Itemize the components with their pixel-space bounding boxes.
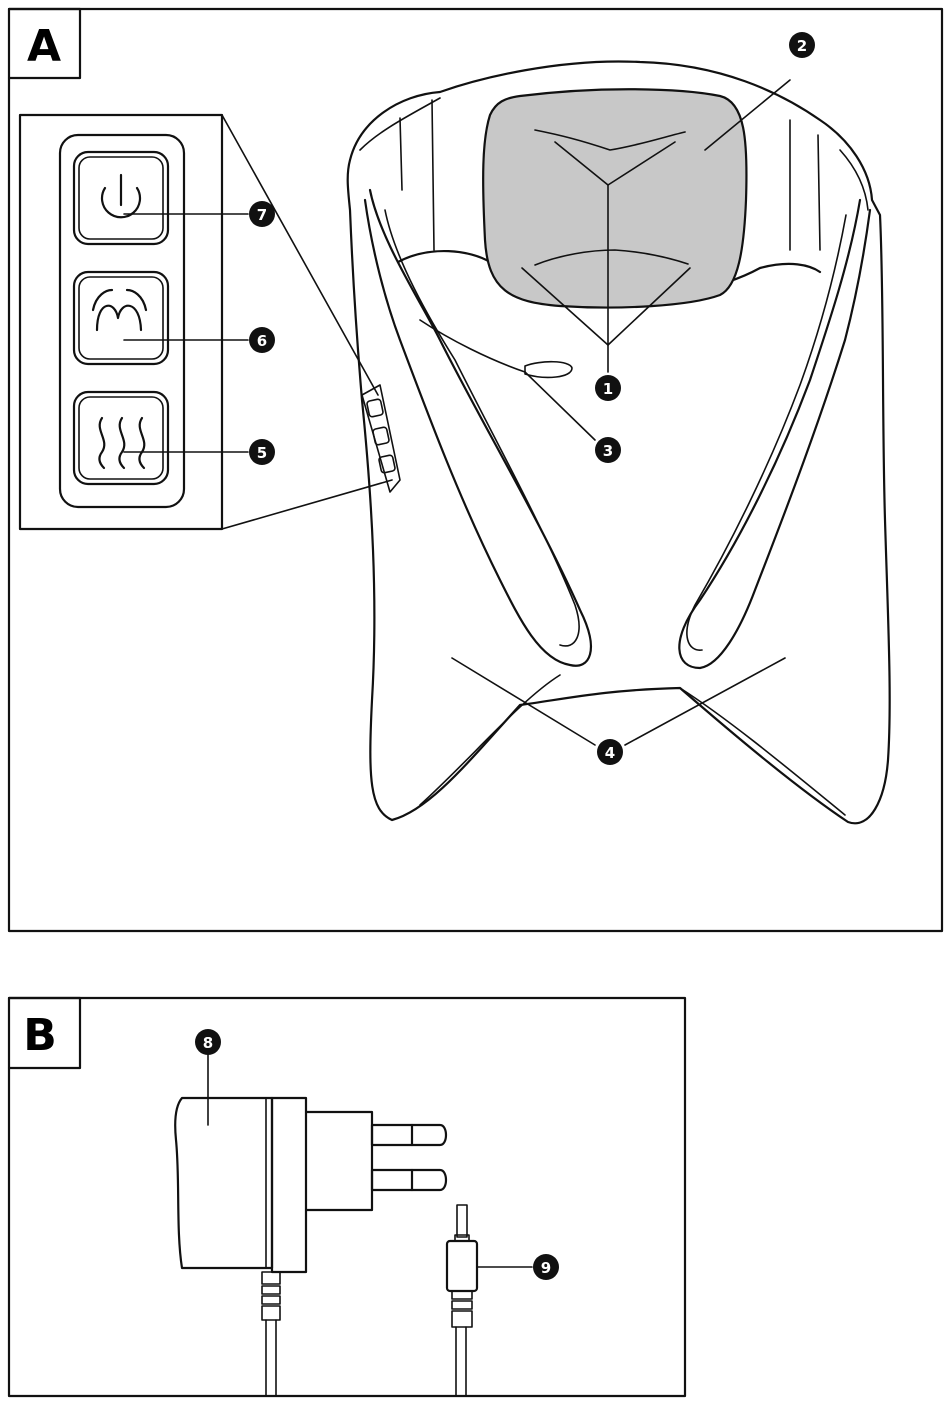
svg-text:5: 5 (257, 444, 267, 462)
panel-a-frame (9, 9, 942, 931)
svg-text:6: 6 (257, 332, 267, 350)
power-adapter (175, 1098, 446, 1396)
panel-b: B (9, 998, 685, 1396)
callout-5: 5 (249, 439, 275, 465)
panel-a-label: A (27, 21, 61, 72)
inset-connector-bottom (222, 480, 392, 529)
leader-3 (525, 372, 595, 440)
panel-a: A (9, 9, 942, 931)
callout-7: 7 (249, 201, 275, 227)
massage-wave-icon (93, 290, 146, 330)
svg-text:4: 4 (605, 744, 615, 762)
heat-waves-icon (99, 418, 144, 468)
svg-text:3: 3 (603, 442, 613, 460)
control-panel-inset (20, 115, 392, 529)
massage-pad (483, 89, 746, 307)
panel-b-label: B (23, 1010, 57, 1061)
svg-text:1: 1 (603, 380, 613, 398)
heat-button[interactable] (74, 392, 168, 484)
callout-1: 1 (595, 375, 621, 401)
power-button[interactable] (74, 152, 168, 244)
callout-3: 3 (595, 437, 621, 463)
callout-6: 6 (249, 327, 275, 353)
callout-8: 8 (195, 1029, 221, 1055)
leader-4-left (452, 658, 595, 745)
svg-text:9: 9 (541, 1259, 551, 1277)
power-icon (102, 175, 140, 217)
svg-text:7: 7 (257, 206, 267, 224)
socket (525, 362, 572, 378)
callout-2: 2 (789, 32, 815, 58)
callout-9: 9 (533, 1254, 559, 1280)
panel-b-frame (9, 998, 685, 1396)
leader-4-right (625, 658, 785, 745)
massage-button[interactable] (74, 272, 168, 364)
inset-connector-top (222, 115, 378, 395)
svg-text:8: 8 (203, 1034, 213, 1052)
svg-text:2: 2 (797, 37, 807, 55)
callout-4: 4 (597, 739, 623, 765)
dc-plug (447, 1205, 477, 1396)
